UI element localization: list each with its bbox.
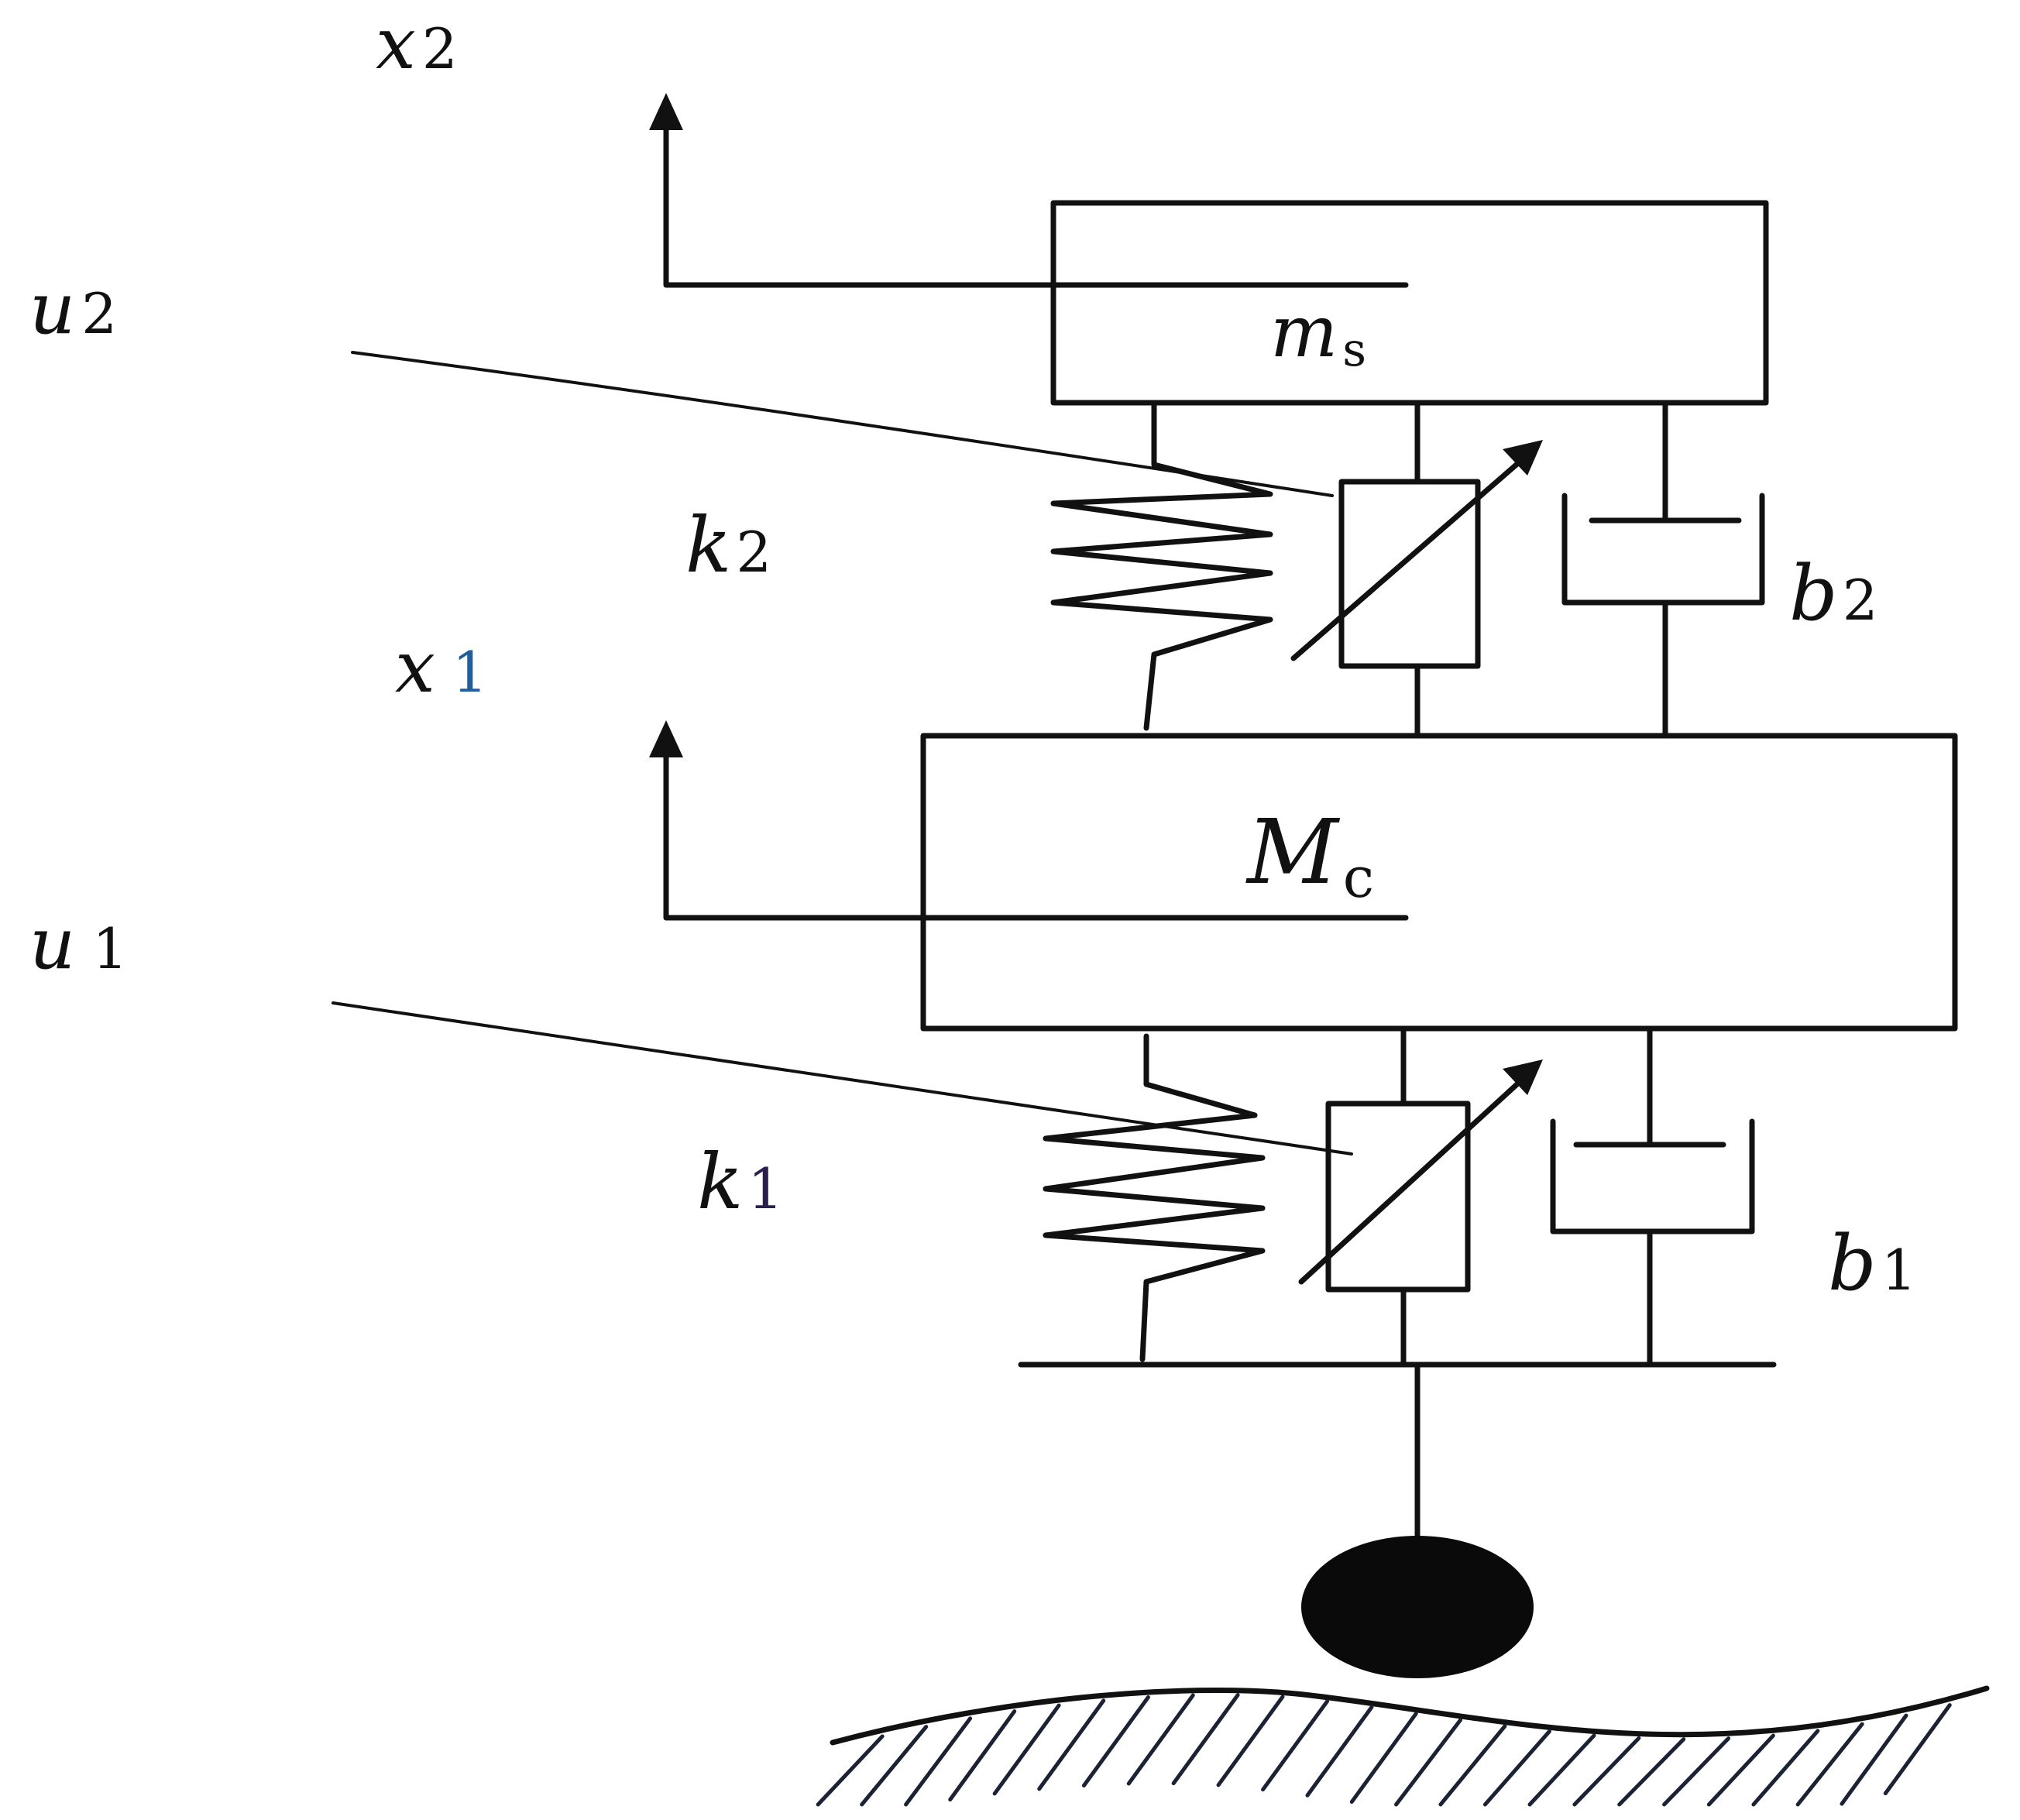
- x2-displacement-arrow: [663, 105, 1409, 288]
- unsprung-mass-box: [920, 733, 1958, 1032]
- x1-displacement-arrow: [663, 740, 1409, 921]
- road-hatch-stroke: [1349, 1712, 1418, 1805]
- road-hatch-stroke: [1527, 1733, 1596, 1807]
- control-line-u1: [332, 1001, 1353, 1156]
- spring-k2: [1050, 400, 1273, 731]
- road-hatch-stroke: [1840, 1713, 1908, 1806]
- label-k2: k2: [685, 502, 771, 590]
- road-hatch-stroke: [1216, 1695, 1285, 1787]
- road-hatch-stroke: [948, 1709, 1017, 1802]
- road-hatch-stroke: [992, 1703, 1061, 1796]
- road-hatch-stroke: [1572, 1736, 1641, 1807]
- actuator-2-variable-arrow: [1290, 450, 1533, 661]
- road-hatch-stroke: [1617, 1737, 1686, 1807]
- road-hatch-stroke: [1126, 1693, 1195, 1786]
- road-surface: [830, 1685, 1990, 1746]
- label-b2: b2: [1789, 550, 1878, 638]
- spring-k1: [1043, 1033, 1266, 1362]
- road-hatch-stroke: [1751, 1729, 1820, 1807]
- road-hatch-stroke: [1706, 1733, 1775, 1807]
- label-k1: k1: [697, 1138, 783, 1227]
- road-hatch-stroke: [1482, 1729, 1551, 1807]
- road-hatch-stroke: [1261, 1699, 1330, 1792]
- tire-contact-wheel: [1301, 1536, 1534, 1678]
- label-b1: b1: [1828, 1220, 1917, 1308]
- road-hatching: [816, 1693, 1952, 1807]
- road-hatch-stroke: [1662, 1736, 1731, 1807]
- actuator-1-arrowhead: [1503, 1059, 1543, 1095]
- actuator-2-box: [1338, 479, 1481, 669]
- road-hatch-stroke: [816, 1734, 885, 1807]
- road-hatch-stroke: [1883, 1703, 1952, 1796]
- x1-arrowhead: [649, 720, 683, 757]
- road-hatch-stroke: [1438, 1724, 1507, 1807]
- road-hatch-stroke: [904, 1716, 973, 1807]
- label-mass-c: Mc: [1245, 801, 1374, 910]
- actuator-2-arrowhead: [1503, 440, 1543, 476]
- road-hatch-stroke: [1795, 1722, 1864, 1807]
- x2-arrowhead: [649, 93, 683, 130]
- road-hatch-stroke: [1394, 1718, 1463, 1807]
- control-line-u2: [351, 351, 1334, 497]
- road-hatch-stroke: [1171, 1693, 1240, 1786]
- road-hatch-stroke: [1305, 1705, 1374, 1798]
- actuator-1-box: [1325, 1101, 1471, 1293]
- actuator-1-variable-arrow: [1298, 1070, 1533, 1285]
- road-hatch-stroke: [1081, 1695, 1150, 1788]
- road-hatch-stroke: [1037, 1698, 1106, 1791]
- road-hatch-stroke: [860, 1725, 929, 1807]
- sprung-mass-box: [1050, 200, 1769, 406]
